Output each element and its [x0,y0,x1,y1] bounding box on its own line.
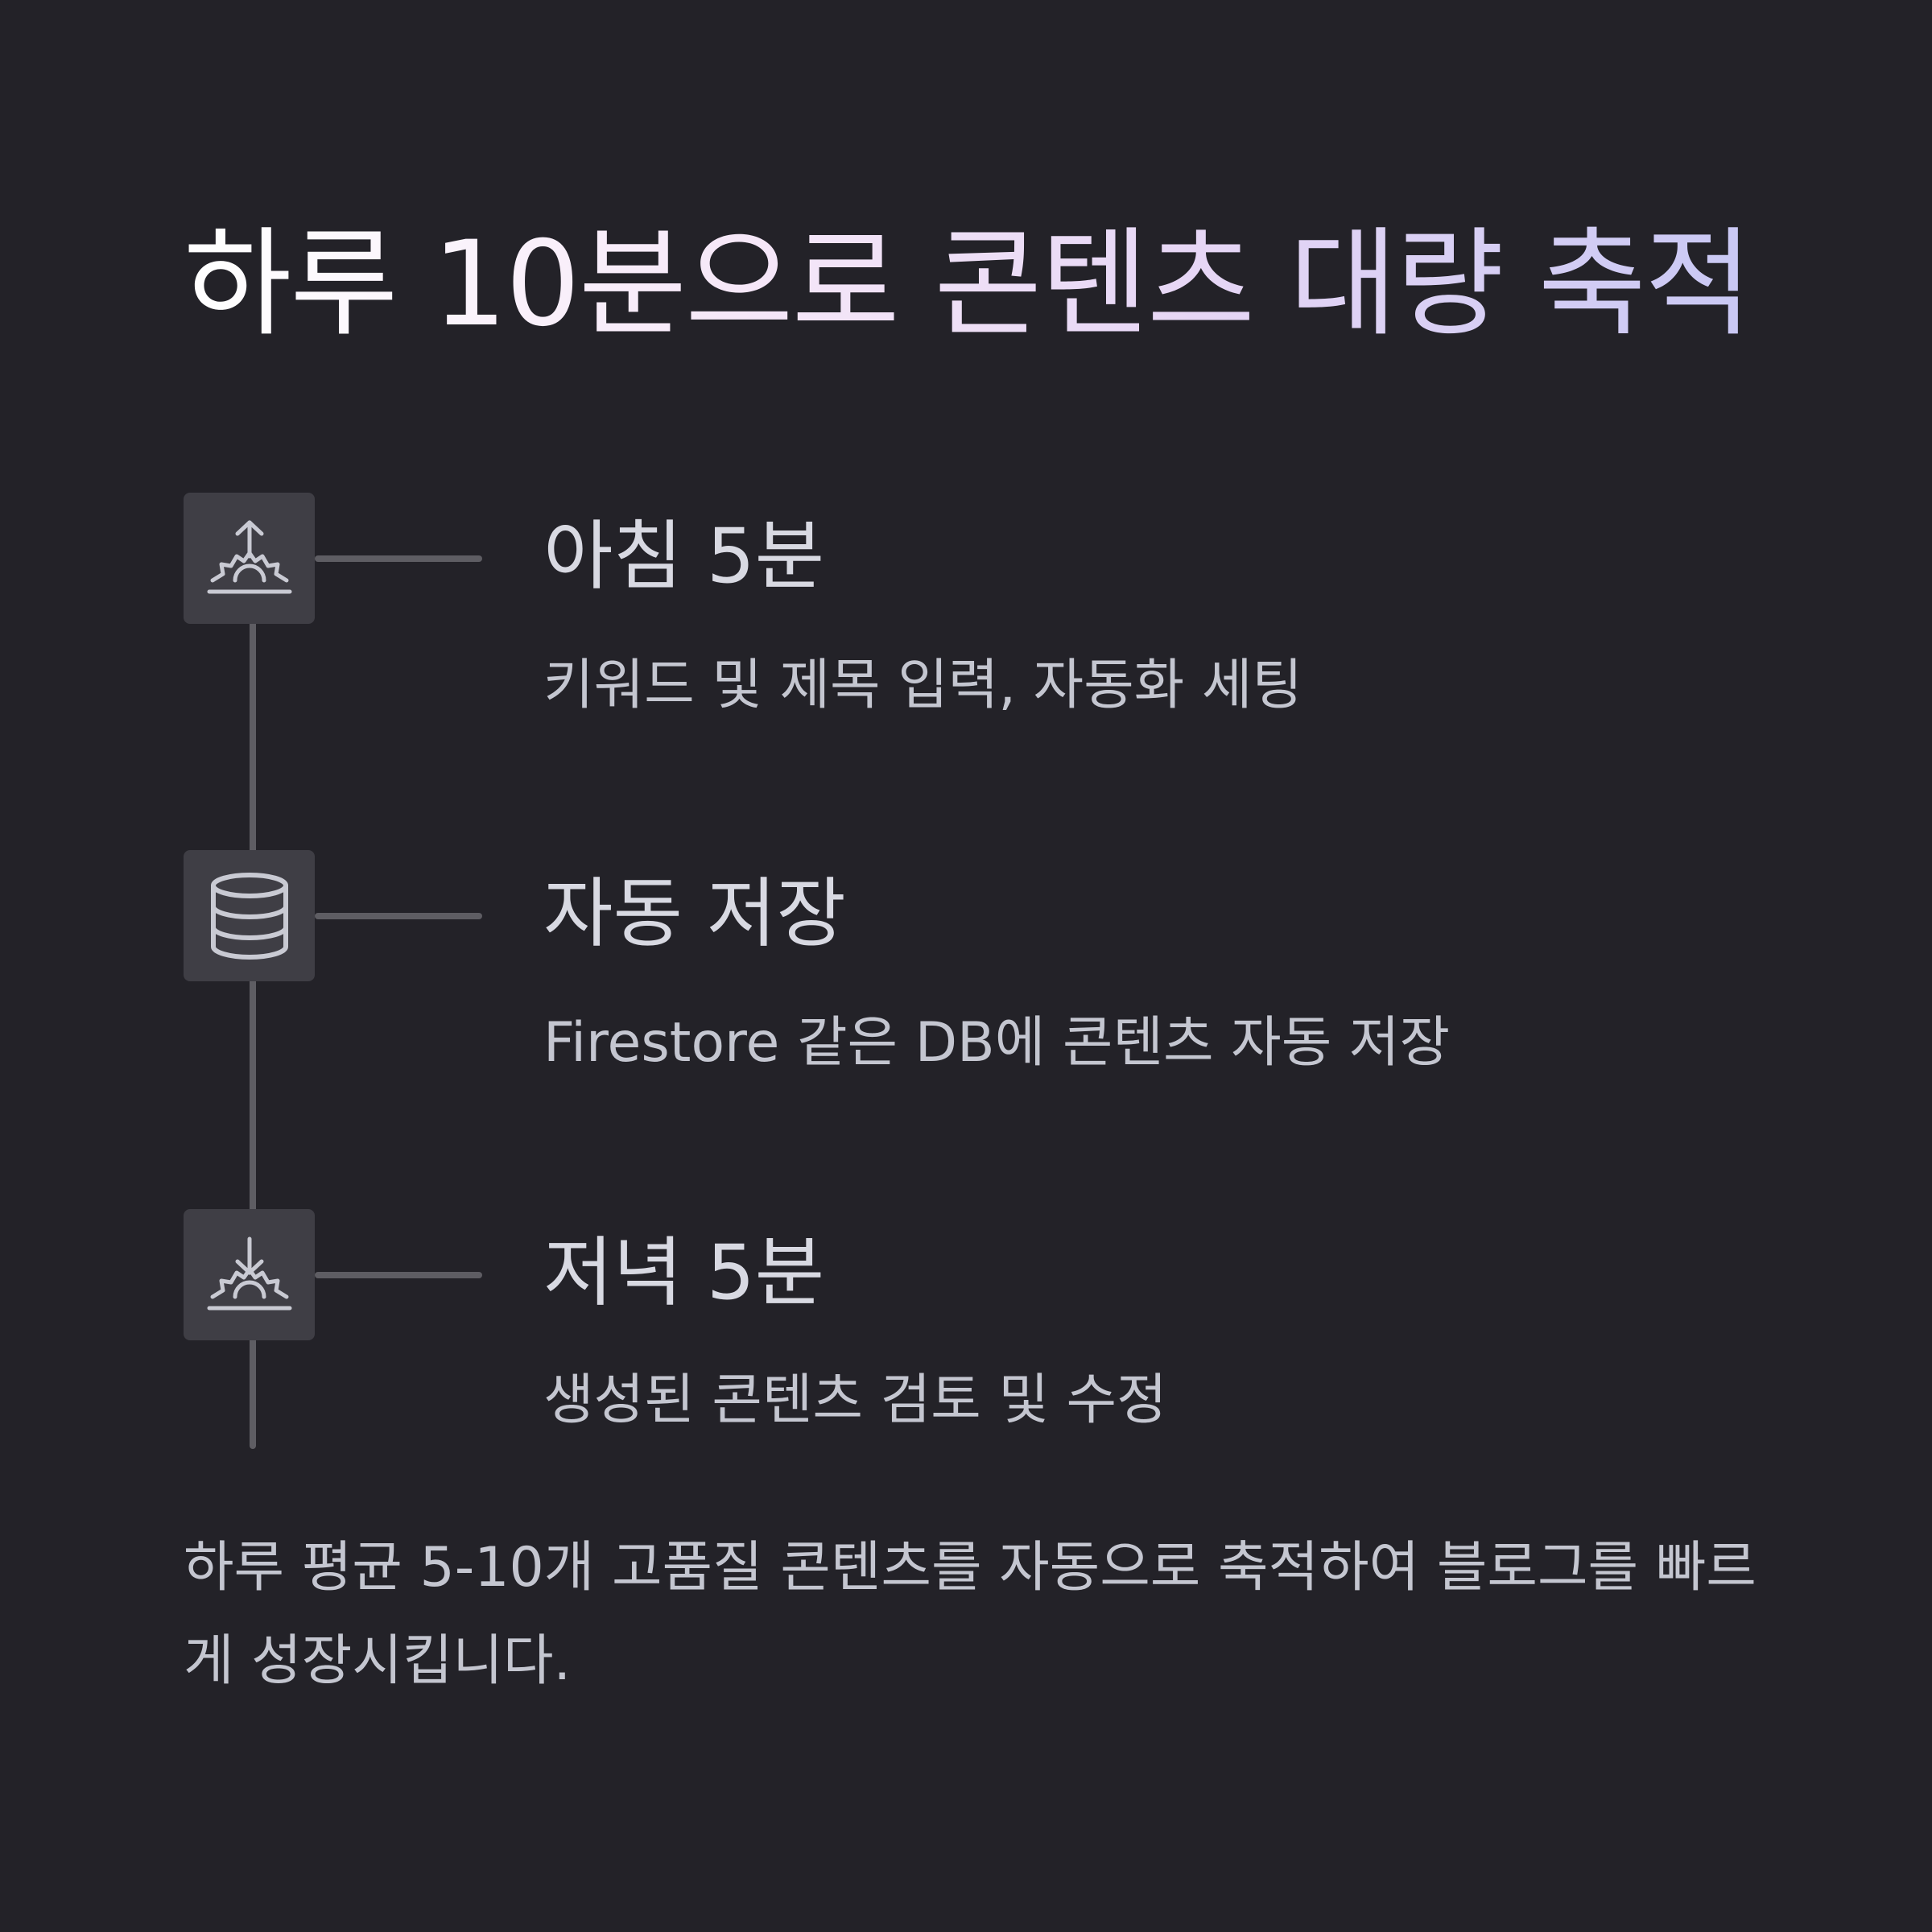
sunrise-icon [207,520,291,593]
step-desc-morning: 키워드 및 제목 입력, 자동화 세팅 [543,654,1302,717]
step-title-evening: 저녁 5분 [543,1229,825,1317]
timeline-line [250,564,256,1449]
step-icon-box-storage [184,850,315,981]
step-connector [315,555,482,562]
step-connector [315,913,482,919]
page-title: 하루 10분으로 콘텐츠 대량 축적 [184,216,1752,353]
summary-text: 하루 평균 5-10개 고품질 콘텐츠를 자동으로 축적하여 블로그를 빠르게 … [184,1536,1757,1693]
step-icon-box-morning [184,493,315,624]
step-icon-box-evening [184,1209,315,1340]
step-title-storage: 자동 저장 [543,870,846,958]
step-connector [315,1272,482,1278]
database-icon [210,872,288,960]
step-desc-evening: 생성된 콘텐츠 검토 및 수정 [543,1368,1167,1432]
step-desc-storage: Firestore 같은 DB에 콘텐츠 자동 저장 [543,1011,1451,1075]
step-title-morning: 아침 5분 [543,513,825,601]
sunset-icon [207,1236,291,1310]
